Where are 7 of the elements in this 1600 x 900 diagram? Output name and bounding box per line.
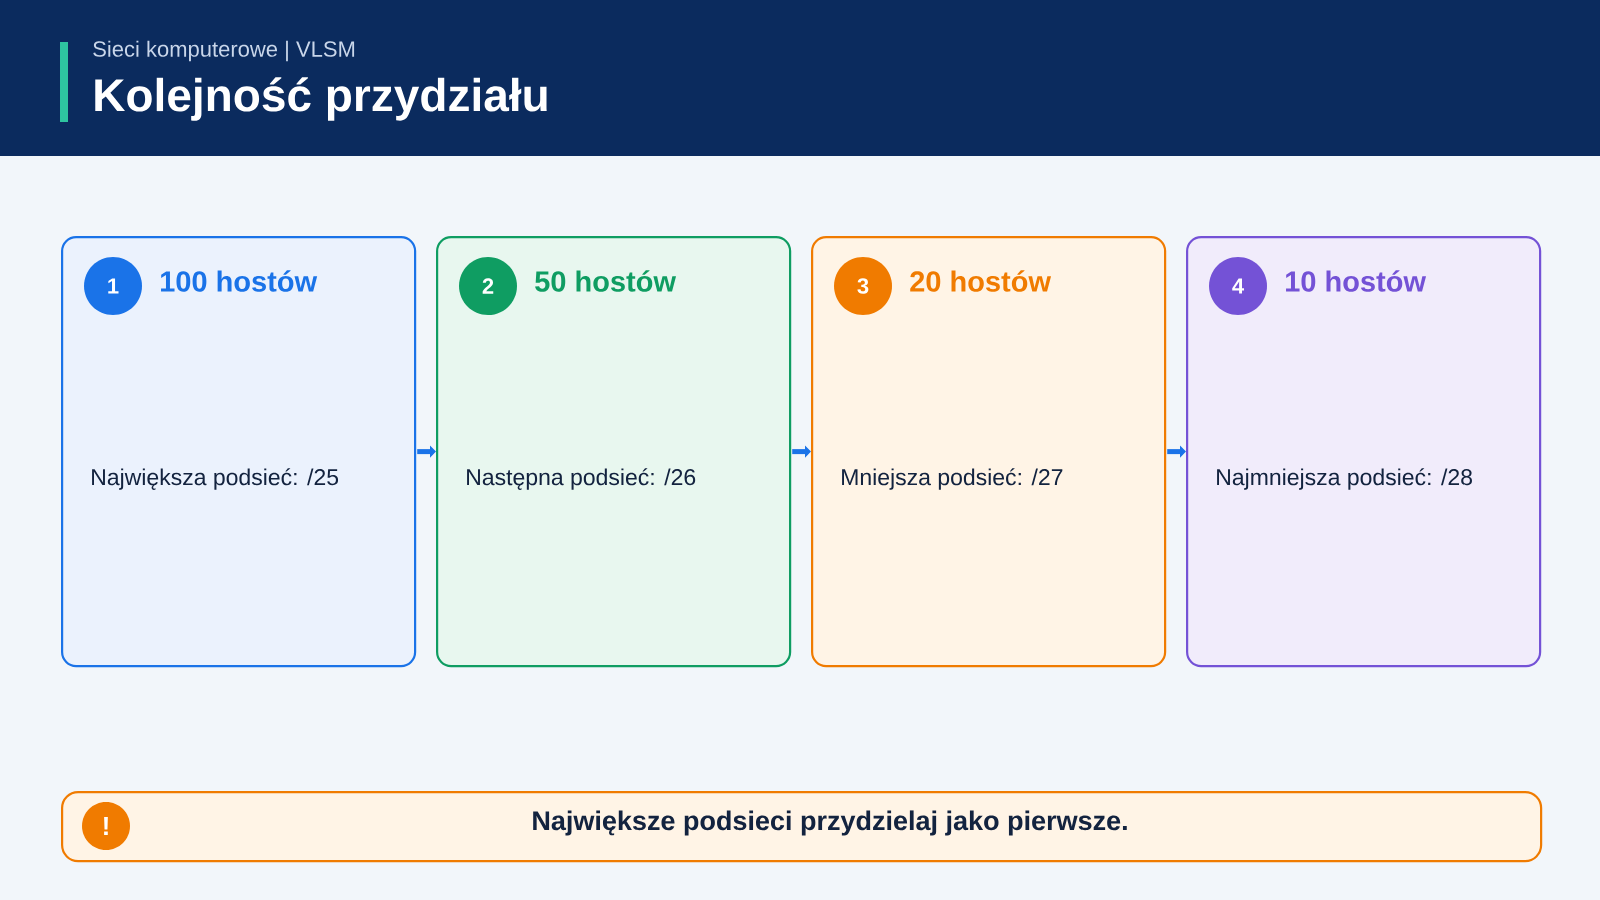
- step-card: 4 10 hostów Najmniejsza podsieć: /28: [1186, 236, 1542, 668]
- step-card: 3 20 hostów Mniejsza podsieć: /27: [811, 236, 1167, 668]
- step-card: 1 100 hostów Największa podsieć: /25: [61, 236, 417, 668]
- subtitle: Sieci komputerowe | VLSM: [93, 40, 355, 62]
- title: Kolejność przydziału: [95, 77, 547, 121]
- step-card: 2 50 hostów Następna podsieć: /26: [436, 236, 792, 668]
- note-bar: ! Największe podsieci przydzielaj jako pierwsze.: [61, 791, 1543, 863]
